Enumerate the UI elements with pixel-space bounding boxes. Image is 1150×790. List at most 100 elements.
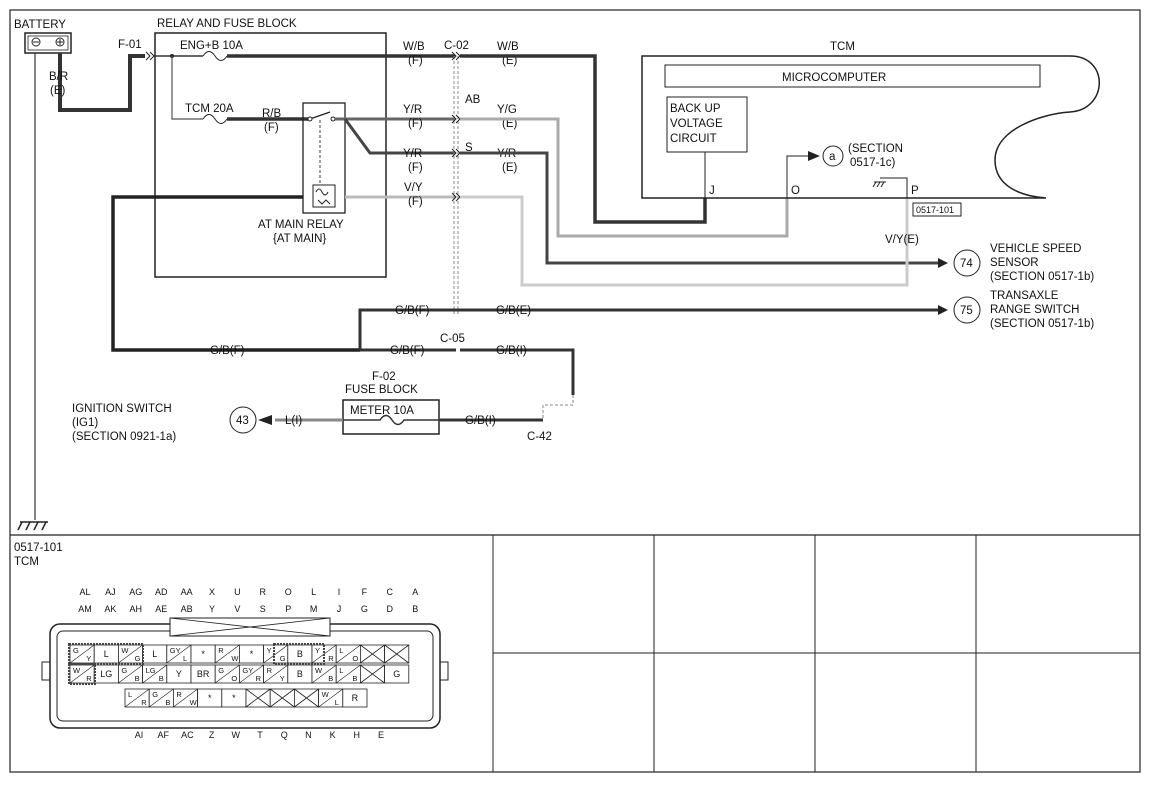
tcm-connector-id-box	[912, 202, 962, 217]
pin-cell-r2-8: RY	[263, 664, 289, 684]
wire2-right-sfx: (E)	[502, 118, 518, 130]
svg-text:R: R	[267, 666, 273, 675]
pin-label-top2-9: M	[310, 604, 318, 614]
gb-e1: G/B(E)	[496, 305, 531, 317]
pin-label-top2-2: AH	[130, 604, 143, 614]
pin-cell-r1-9: B	[287, 644, 313, 664]
svg-text:O: O	[352, 654, 358, 663]
relay-code: {AT MAIN}	[273, 233, 326, 245]
pin-j: J	[709, 185, 715, 197]
pin-label-bottom-6: Q	[281, 730, 288, 740]
svg-text:L: L	[183, 654, 187, 663]
svg-text:G: G	[280, 654, 286, 663]
pin-label-top2-1: AK	[104, 604, 116, 614]
gb-i2: G/B(I)	[465, 415, 496, 427]
pin-cell-r2-6: GO	[214, 664, 240, 684]
svg-text:G: G	[152, 690, 158, 699]
pin-cell-r3-8: WL	[318, 688, 344, 708]
svg-text:L: L	[335, 698, 339, 707]
fuse-block-f02	[342, 399, 440, 435]
svg-text:*: *	[232, 693, 236, 703]
svg-text:R: R	[256, 674, 262, 683]
vss-circle	[953, 249, 981, 277]
svg-text:G: G	[393, 669, 400, 679]
svg-text:*: *	[250, 649, 254, 659]
pin-cell-r3-0: LR	[124, 688, 150, 708]
svg-text:B: B	[328, 674, 333, 683]
relay-fuse-block	[154, 32, 387, 278]
pin-label-top1-11: F	[362, 587, 368, 597]
gb-i1: G/B(I)	[496, 345, 527, 357]
svg-text:R: R	[328, 654, 334, 663]
pin-cell-r2-2: GB	[118, 664, 144, 684]
pin-cell-r1-3: L	[142, 644, 168, 664]
svg-text:G: G	[73, 646, 79, 655]
svg-text:R: R	[86, 674, 92, 683]
pin-label-top2-10: J	[337, 604, 342, 614]
svg-text:G: G	[121, 666, 127, 675]
pin-label-top1-3: AD	[155, 587, 168, 597]
svg-text:B: B	[165, 698, 170, 707]
pin-cell-r3-1: GB	[148, 688, 174, 708]
pin-label-bottom-9: H	[354, 730, 361, 740]
ground-icon	[17, 521, 48, 531]
pin-cell-r1-1: L	[93, 644, 119, 664]
svg-text:Y: Y	[86, 654, 91, 663]
pin-label-bottom-8: K	[330, 730, 336, 740]
pin-label-bottom-7: N	[305, 730, 312, 740]
vss-line1: VEHICLE SPEED	[990, 243, 1081, 255]
pin-label-top2-4: AB	[181, 604, 193, 614]
svg-text:Y: Y	[176, 669, 182, 679]
pin-label-top2-6: V	[234, 604, 240, 614]
pin-label-bottom-2: AC	[181, 730, 194, 740]
panel-connector-id: 0517-101	[14, 542, 63, 554]
pin-label-top2-7: S	[260, 604, 266, 614]
svg-text:Y: Y	[315, 646, 320, 655]
circle-a-label: a	[829, 151, 836, 163]
wire3-left-sfx: (F)	[408, 162, 423, 174]
svg-text:B: B	[352, 674, 357, 683]
fuse-engb-icon	[202, 51, 228, 61]
relay-block-label: RELAY AND FUSE BLOCK	[157, 18, 297, 30]
pin-label-top2-11: G	[361, 604, 368, 614]
gb-f1: G/B(F)	[395, 305, 430, 317]
svg-text:Y: Y	[267, 646, 272, 655]
pin-cell-r2-11: LB	[335, 664, 361, 684]
svg-text:BR: BR	[197, 669, 210, 679]
battery-wire-suffix: (E)	[50, 85, 66, 97]
pin-cell-r1-13	[384, 644, 410, 664]
svg-text:W: W	[231, 654, 239, 663]
at-main-relay	[302, 102, 346, 214]
microcomputer-box	[664, 64, 1041, 88]
pin-p: P	[911, 185, 919, 197]
svg-text:R: R	[141, 698, 147, 707]
c02-connector-icons	[451, 51, 461, 202]
pin-label-top1-10: I	[338, 587, 341, 597]
wire4-left-sfx: (F)	[408, 196, 423, 208]
svg-text:Y: Y	[280, 674, 285, 683]
pin-label-top2-5: Y	[209, 604, 215, 614]
pin-label-bottom-4: W	[232, 730, 241, 740]
wire-rb-label: R/B	[262, 108, 282, 120]
svg-text:W: W	[322, 690, 330, 699]
wire2-left: Y/R	[403, 104, 422, 116]
fuse-block-label: FUSE BLOCK	[345, 384, 418, 396]
tcm-label: TCM	[830, 41, 855, 53]
section-ref-2: 0517-1c)	[850, 157, 896, 169]
vss-num: 74	[960, 258, 973, 270]
pin-label-top1-9: L	[311, 587, 316, 597]
battery-wire-label: B/R	[49, 71, 68, 83]
tcm-connector-id: 0517-101	[916, 205, 954, 215]
svg-text:LG: LG	[146, 666, 156, 675]
connector-c05: C-05	[440, 333, 465, 345]
microcomputer-label: MICROCOMPUTER	[782, 72, 886, 84]
wire-rb-suffix: (F)	[264, 122, 279, 134]
svg-text:W: W	[315, 666, 323, 675]
pin-cell-r1-2: WG	[118, 644, 144, 664]
pin-cell-r2-0: WR	[69, 664, 95, 684]
pin-cell-r2-1: LG	[93, 664, 119, 684]
wire1-left: W/B	[403, 41, 425, 53]
svg-text:GY: GY	[242, 666, 253, 675]
